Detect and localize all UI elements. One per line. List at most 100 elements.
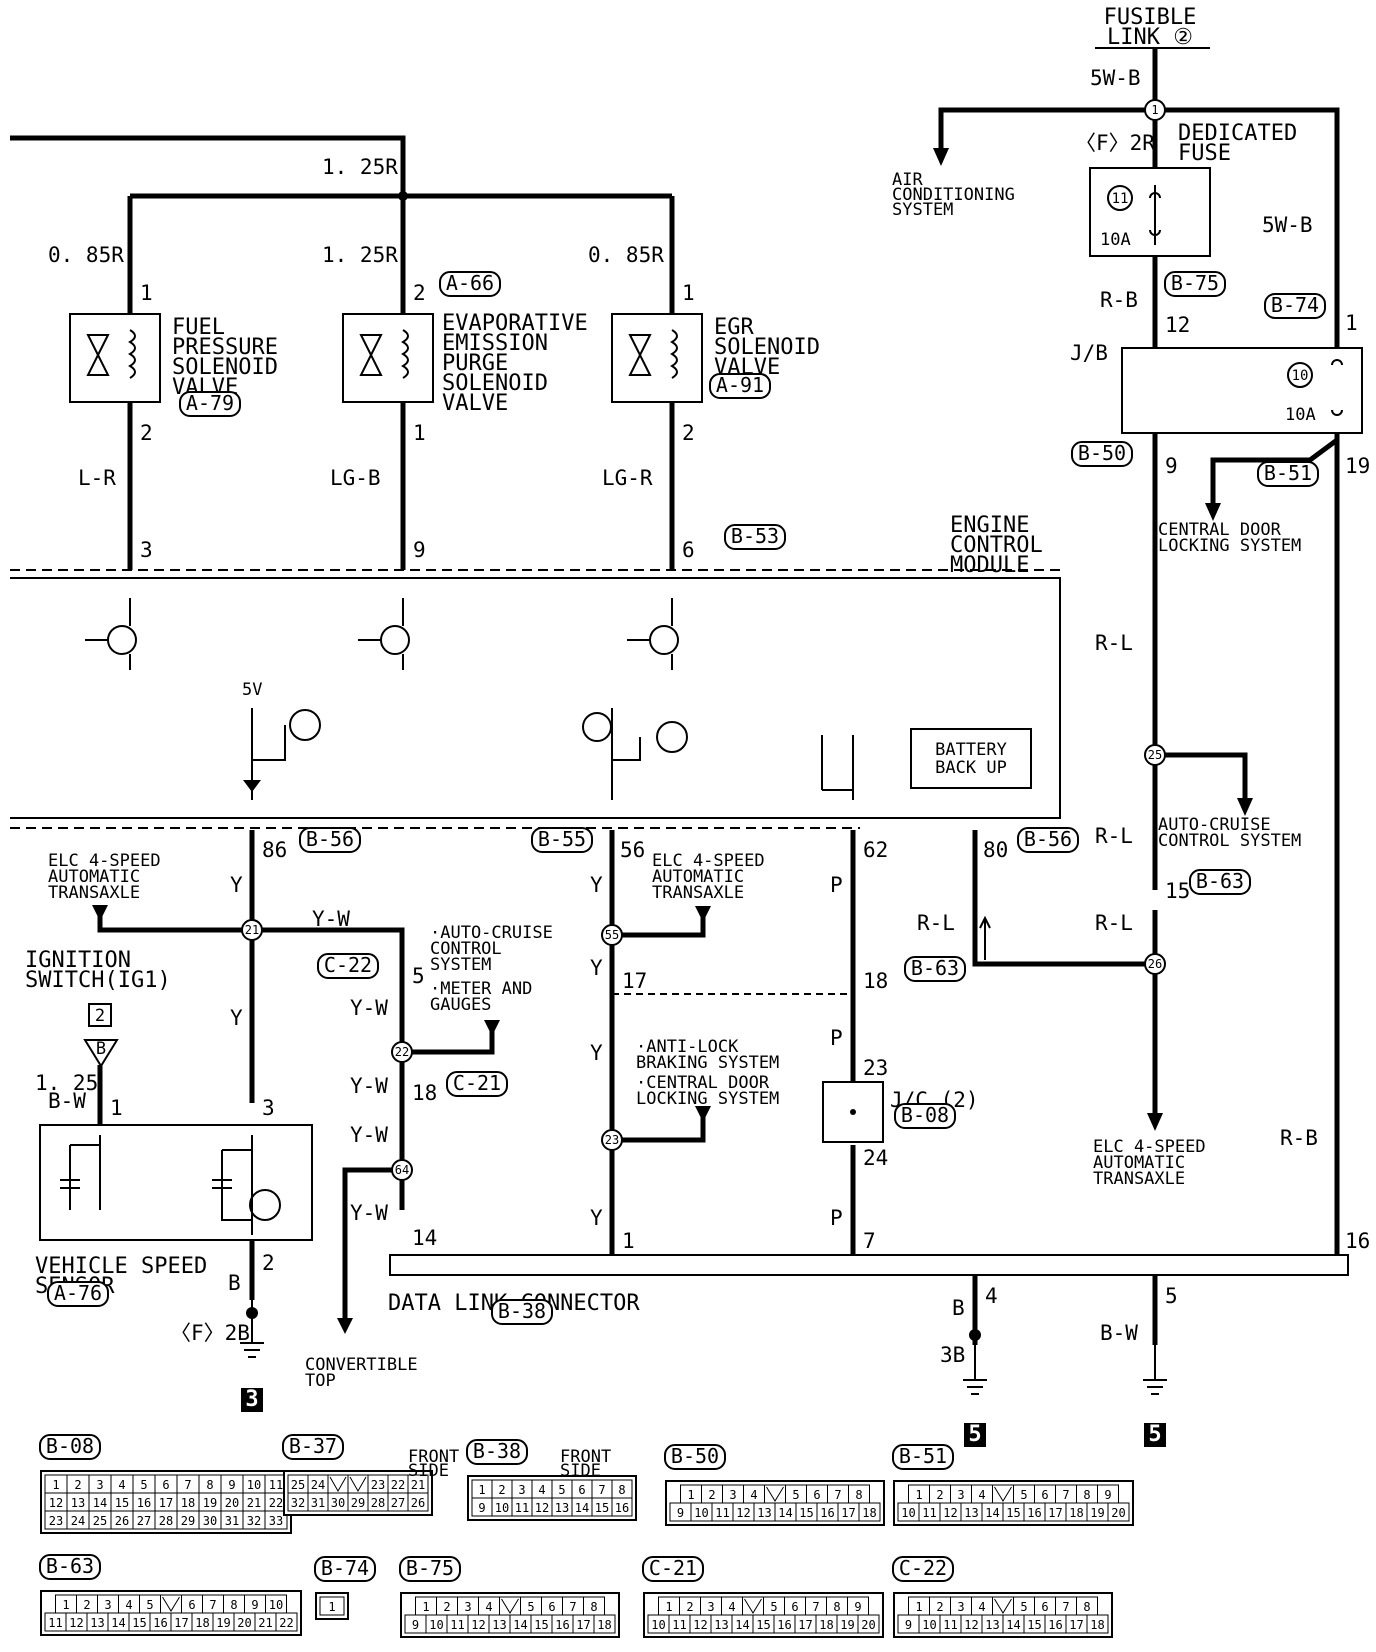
connector-tag-text: A-76 — [54, 1281, 102, 1305]
connector-pin-number: 11 — [943, 1618, 957, 1632]
cruise-meter-label-4: ·METER AND — [430, 979, 532, 999]
auto-cruise-arrow-icon — [1237, 798, 1253, 816]
connector-tag-b38: B-38 — [491, 1299, 553, 1325]
connector-pin-number: 18 — [819, 1618, 833, 1632]
connector-pin-number: 18 — [1069, 1506, 1083, 1520]
connector-tag-a79: A-79 — [179, 391, 241, 417]
pin-vss-1: 1 — [110, 1096, 123, 1120]
wire-b1: B — [228, 1271, 241, 1295]
wire-lgb: LG-B — [330, 466, 381, 490]
wire-y1: Y — [230, 873, 243, 897]
connector-pin-number: 33 — [269, 1514, 283, 1528]
auto-cruise-1-label-1: AUTO-CRUISE — [1158, 815, 1271, 835]
pin-23: 23 — [863, 1056, 888, 1080]
ground-5b-label: 5 — [1148, 1422, 1161, 1447]
connector-pin-number: 28 — [159, 1514, 173, 1528]
connector-pin-number: 27 — [391, 1496, 405, 1510]
elc-left-label-2: AUTOMATIC — [48, 867, 140, 887]
connector-pin-number: 5 — [527, 1600, 534, 1614]
connector-pin-number: 9 — [1104, 1488, 1111, 1502]
wire-yw5: Y-W — [350, 1201, 388, 1225]
connector-tag-frame — [491, 1299, 553, 1325]
wire-125bw-2: B-W — [48, 1089, 86, 1113]
connector-tag-a66: A-66 — [439, 271, 501, 297]
wire-085r-left: 0. 85R — [48, 243, 124, 267]
wire-yw3: Y-W — [350, 1074, 388, 1098]
connector-pin-number: 2 — [686, 1600, 693, 1614]
connector-pin-number: 12 — [69, 1616, 83, 1630]
pin-80: 80 — [983, 838, 1008, 862]
fuse-amp-2: 10A — [1285, 405, 1316, 425]
ignition-ref-box — [88, 1003, 112, 1027]
connector-pin-number: 17 — [1048, 1506, 1062, 1520]
connector-pin-number: 5 — [792, 1488, 799, 1502]
wire-b2: B — [952, 1296, 965, 1320]
wire-y2: Y — [230, 1006, 243, 1030]
connector-pin-number: 30 — [203, 1514, 217, 1528]
connector-tag-frame — [1164, 271, 1226, 297]
dedicated-fuse-box — [1089, 167, 1211, 257]
connector-pin-number: 5 — [140, 1478, 147, 1492]
pin-jb-19: 19 — [1345, 454, 1370, 478]
battery-backup-box — [910, 728, 1032, 789]
fuel-solenoid-box — [69, 313, 161, 403]
cruise-meter-label-2: CONTROL — [430, 939, 502, 959]
rl-branch-arrow-icon — [979, 915, 991, 960]
connector-pin-cell — [1086, 1614, 1109, 1634]
connector-pin-number: 3 — [957, 1600, 964, 1614]
splice-64 — [391, 1159, 413, 1181]
connector-pin-number: 16 — [137, 1496, 151, 1510]
connector-pin-number: 1 — [665, 1600, 672, 1614]
air-cond-label-1: AIR — [892, 170, 923, 190]
connector-pin-number: 9 — [677, 1506, 684, 1520]
connector-pin-number: 16 — [820, 1506, 834, 1520]
pin-86: 86 — [262, 838, 287, 862]
connector-pin-number: 16 — [555, 1618, 569, 1632]
connector-view-title: B-38 — [473, 1439, 521, 1463]
connector-view-title: B-50 — [671, 1444, 719, 1468]
connector-tag-frame — [439, 271, 501, 297]
connector-pin-number: 10 — [269, 1598, 283, 1612]
splice-layer: 1 21 55 22 23 64 25 26 — [241, 99, 1166, 1181]
connector-pin-cell — [275, 1612, 298, 1632]
fuse-11-icon — [1149, 185, 1161, 245]
connector-tag-c22: C-22 — [317, 953, 379, 979]
wire-y5: Y — [590, 1041, 603, 1065]
splice-25-label: 25 — [1148, 748, 1162, 762]
connector-pin-number: 2 — [936, 1600, 943, 1614]
ref-f2b: 〈F〉2B — [170, 1321, 250, 1345]
connector-pin-number: 14 — [985, 1506, 999, 1520]
connector-pin-number: 4 — [978, 1488, 985, 1502]
fuse-11-badge — [1107, 185, 1133, 211]
ref-f2r: 〈F〉2R — [1075, 131, 1155, 155]
connector-pin-number: 12 — [964, 1618, 978, 1632]
connector-pin-number: 4 — [750, 1488, 757, 1502]
connector-tag-text: B-08 — [901, 1103, 949, 1127]
wire-rb1: R-B — [1100, 288, 1138, 312]
vss-box — [39, 1124, 313, 1241]
fusible-link-label-1: FUSIBLE — [1104, 5, 1197, 30]
connector-pin-number: 27 — [137, 1514, 151, 1528]
connector-pin-number: 2 — [936, 1488, 943, 1502]
connector-pin-number: 13 — [71, 1496, 85, 1510]
connector-tag-frame — [1017, 827, 1079, 853]
battery-label-1: BATTERY — [935, 740, 1007, 760]
abs-arrow-icon — [695, 1106, 711, 1122]
jc2-dot — [850, 1109, 856, 1115]
connector-pin-cell — [1107, 1502, 1130, 1522]
conv-label-1: CONVERTIBLE — [305, 1355, 418, 1375]
wire-p3: P — [830, 1206, 843, 1230]
connector-pin-number: 4 — [728, 1600, 735, 1614]
pin-24: 24 — [863, 1146, 888, 1170]
elc-right-label-3: TRANSAXLE — [1093, 1169, 1185, 1189]
connector-pin-number: 22 — [279, 1616, 293, 1630]
connector-view-title-frame — [466, 1439, 528, 1465]
fuse-10-number: 10 — [1292, 368, 1309, 384]
pin-vss-3: 3 — [262, 1096, 275, 1120]
wire-125bw-1: 1. 25 — [35, 1071, 98, 1095]
pin-5b: 5 — [1165, 1284, 1178, 1308]
connector-tag-text: B-53 — [731, 524, 779, 548]
connector-pin-number: 6 — [162, 1478, 169, 1492]
connector-pin-number: 16 — [1027, 1506, 1041, 1520]
